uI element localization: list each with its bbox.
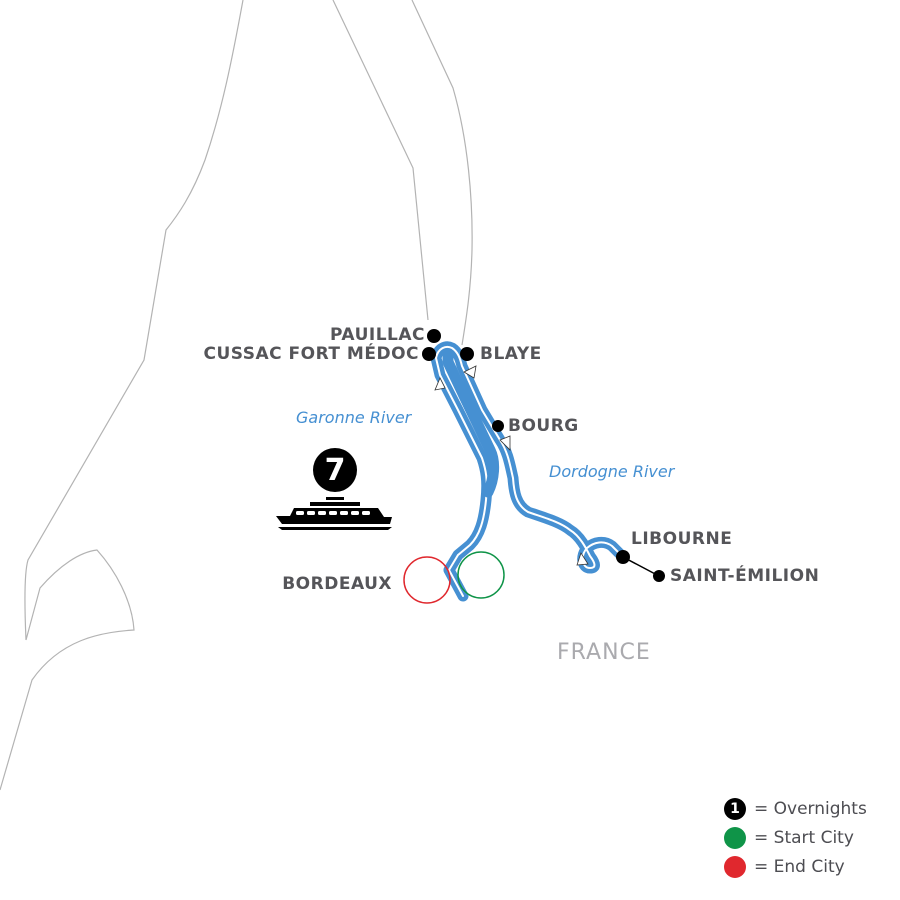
city-label-libourne: LIBOURNE [631, 529, 733, 549]
city-dot-cussac[interactable] [422, 347, 436, 361]
end-city-ring[interactable] [403, 556, 451, 604]
river-cruise-ship-icon [276, 497, 392, 530]
river-label-garonne: Garonne River [296, 408, 412, 427]
arrow-icon [463, 365, 477, 379]
overnights-number-icon: 1 [724, 797, 746, 820]
start-city-ring[interactable] [457, 551, 505, 599]
city-label-saint-emilion: SAINT-ÉMILION [670, 566, 820, 586]
city-label-cussac-fort-medoc: CUSSAC FORT MÉDOC [203, 344, 419, 364]
country-label: FRANCE [557, 640, 651, 665]
river-label-dordogne: Dordogne River [549, 462, 675, 481]
city-label-blaye: BLAYE [480, 344, 542, 364]
arrow-icon [499, 435, 511, 451]
arrow-icon [434, 377, 446, 391]
city-dot-bourg[interactable] [492, 420, 504, 432]
legend-item-end-city: = End City [724, 852, 867, 881]
green-dot-icon [724, 826, 746, 849]
city-label-bourg: BOURG [508, 416, 579, 436]
legend-item-start-city: = Start City [724, 823, 867, 852]
direction-arrows [434, 365, 589, 566]
city-label-pauillac: PAUILLAC [330, 325, 425, 345]
city-dot-saint-emilion[interactable] [653, 570, 665, 582]
city-dot-blaye[interactable] [460, 347, 474, 361]
legend-label: = End City [754, 856, 845, 877]
city-dots [422, 329, 665, 582]
red-dot-icon [724, 855, 746, 878]
legend-item-overnights: 1 = Overnights [724, 794, 867, 823]
garonne-river-route [430, 341, 629, 602]
legend-label: = Overnights [754, 798, 867, 819]
city-dot-libourne[interactable] [616, 550, 630, 564]
overnights-badge: 7 [313, 448, 357, 492]
map-legend: 1 = Overnights = Start City = End City [724, 794, 867, 881]
city-label-bordeaux: BORDEAUX [282, 574, 392, 594]
legend-label: = Start City [754, 827, 854, 848]
city-dot-pauillac[interactable] [427, 329, 441, 343]
coastline [0, 0, 473, 791]
arrow-icon [576, 552, 589, 566]
